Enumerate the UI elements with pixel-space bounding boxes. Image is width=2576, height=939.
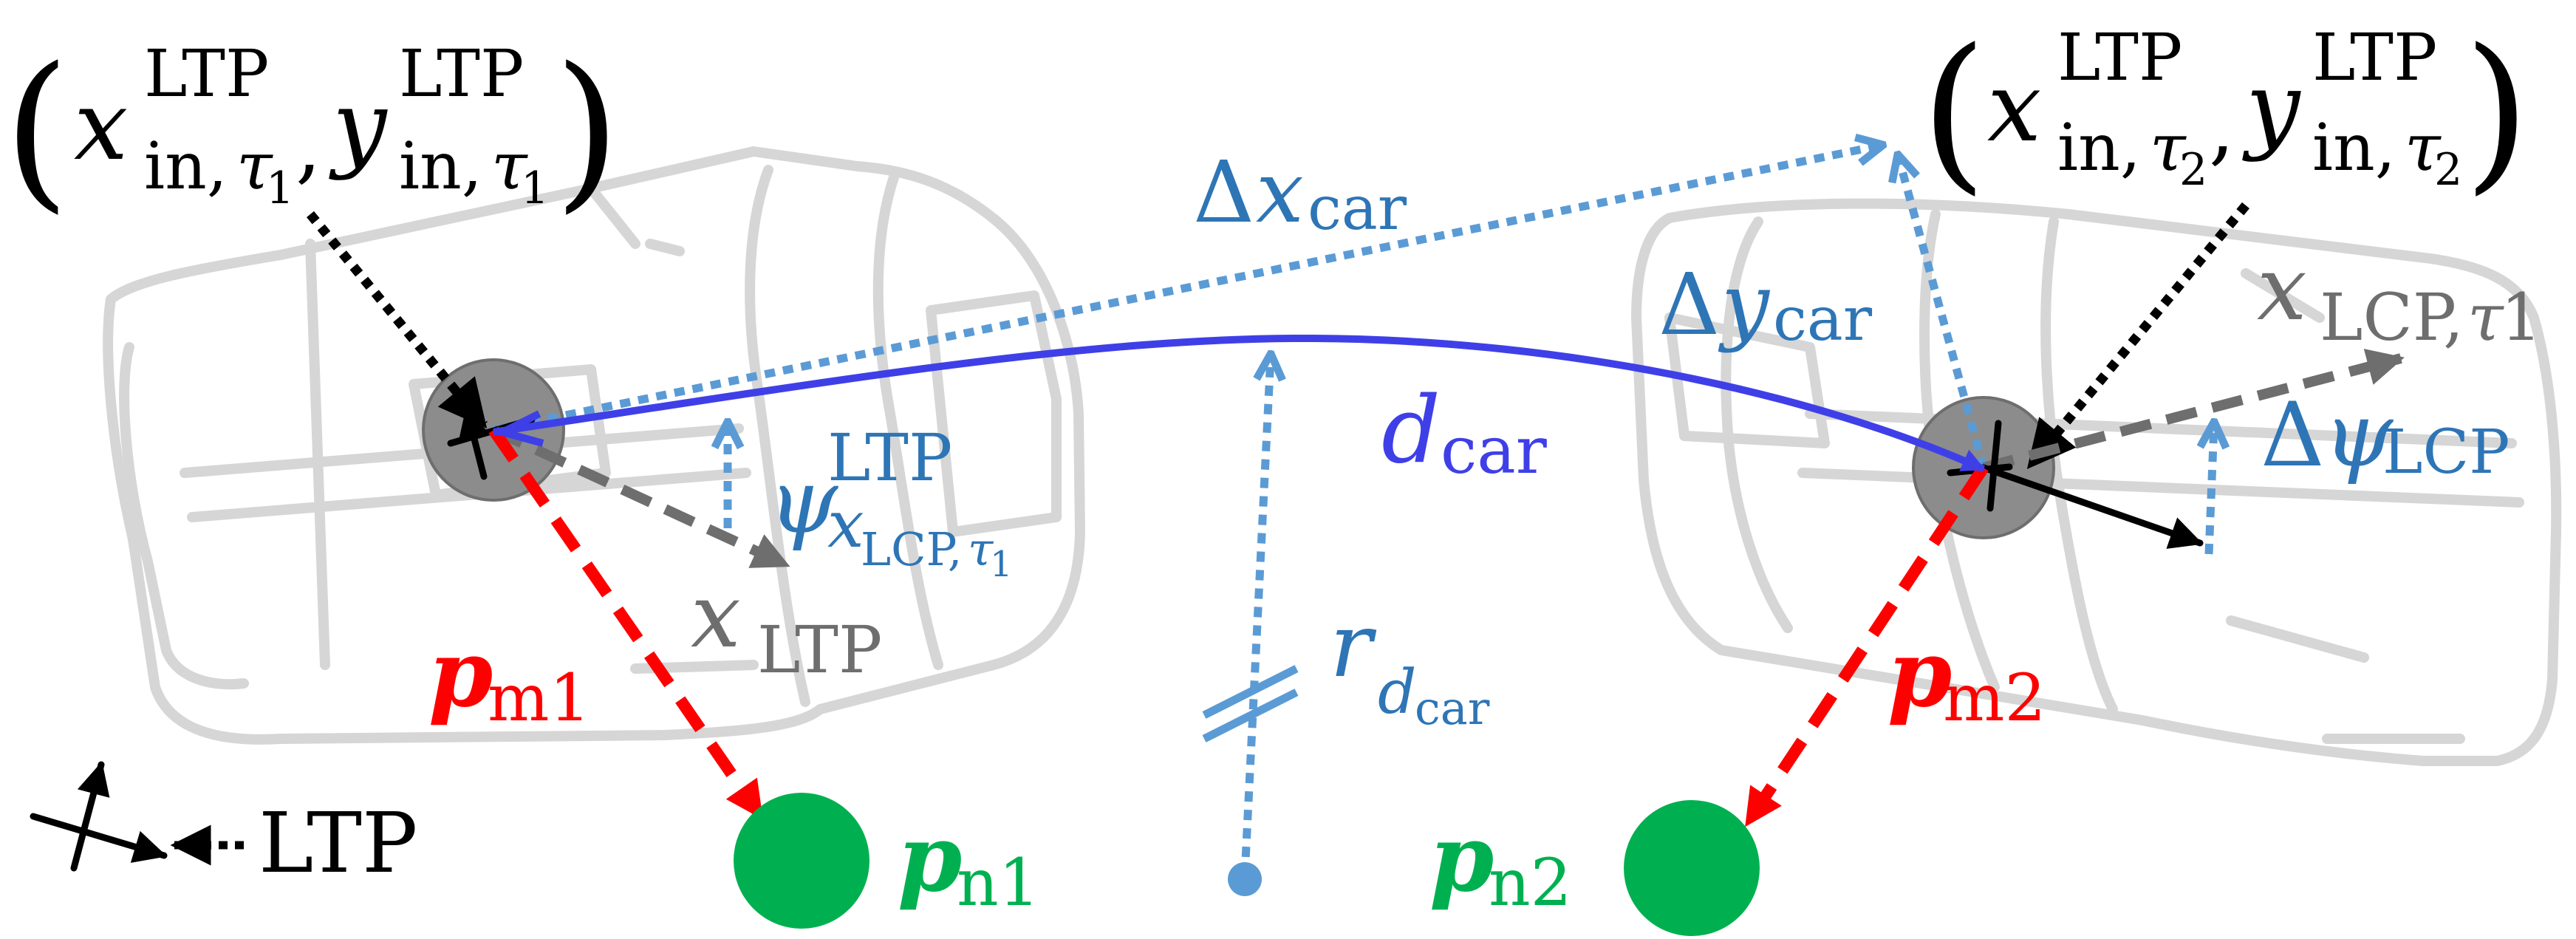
p-m2-sub: m2 — [1943, 660, 2046, 736]
x-lcp-sym: x — [2257, 238, 2307, 341]
x-ltp-sub: LTP — [757, 612, 882, 688]
p-n2-sub: n2 — [1489, 844, 1572, 921]
p-m2-sym: p — [1887, 620, 1952, 728]
psi-ltp-label: ψ LTP x LCP, τ 1 — [768, 420, 1013, 585]
delta-x-car-sym: x — [1256, 143, 1304, 242]
right-coord-comma: , — [2209, 80, 2235, 174]
right-coord-x-sub: in, — [2057, 109, 2141, 185]
r-dcar-sub-sub: car — [1415, 681, 1490, 735]
delta-x-car-label: Δ x car — [1193, 143, 1407, 244]
left-coord-comma: , — [295, 98, 321, 193]
ltp-axes-icon — [30, 761, 168, 872]
r-dcar-arrow — [1240, 357, 1271, 876]
right-coord-x-tau-idx: 2 — [2179, 144, 2207, 196]
p-n1-sub: n1 — [957, 844, 1040, 921]
x-lcp-tau: τ — [2467, 279, 2504, 355]
right-coord-y-sub: in, — [2312, 109, 2396, 185]
right-coord-y-tau: τ — [2405, 109, 2442, 185]
delta-psi-sub: LCP — [2382, 417, 2510, 488]
delta-y-car-sym: y — [1718, 256, 1771, 355]
delta-psi-lcp-arrow — [2209, 425, 2214, 555]
delta-x-car-arrow — [492, 146, 1880, 434]
d-car-sym: d — [1381, 377, 1441, 484]
psi-ltp-sub-idx: 1 — [990, 544, 1013, 585]
delta-y-car-delta: Δ — [1658, 256, 1720, 355]
left-coord-x-sub: in, — [144, 128, 228, 204]
right-coord-x-sup: LTP — [2057, 19, 2182, 95]
delta-psi-delta: Δ — [2261, 384, 2325, 487]
delta-y-car-label: Δ y car — [1658, 256, 1873, 355]
x-lcp-tau-idx: 1 — [2501, 279, 2542, 355]
psi-ltp-sub-sym: x — [827, 486, 864, 562]
delta-psi-sym: ψ — [2323, 384, 2394, 487]
x-ltp-label: x LTP — [691, 565, 882, 688]
delta-x-car-sub: car — [1308, 174, 1407, 244]
left-coord-pointer — [306, 211, 488, 429]
x-lcp-tau1-label: x LCP, τ 1 — [2257, 238, 2542, 355]
left-coord-y-sub: in, — [399, 128, 482, 204]
p-m2-arrow — [1742, 464, 1989, 827]
right-coord-y-tau-idx: 2 — [2434, 144, 2462, 196]
left-coordinate-label: ( x LTP in, τ 1 , y LTP in, τ 1 ) — [4, 32, 621, 229]
r-dcar-label: r d car — [1330, 595, 1490, 735]
delta-y-car-sub: car — [1773, 284, 1873, 355]
x-lcp-sub: LCP, — [2320, 279, 2464, 355]
right-coord-lparen: ( — [1921, 13, 1987, 211]
landmark-n2-circle-icon — [1624, 800, 1760, 936]
right-coord-rparen: ) — [2464, 13, 2530, 211]
p-n2-label: p n2 — [1429, 805, 1572, 921]
psi-ltp-sub-sub: LCP, — [861, 522, 962, 576]
left-coord-x: x — [74, 69, 128, 182]
right-coord-pointer — [2026, 202, 2250, 470]
right-coord-y-sup: LTP — [2312, 19, 2437, 95]
r-dcar-sym: r — [1330, 595, 1377, 697]
x-ltp-axis-arrow — [491, 425, 790, 570]
delta-psi-lcp-label: Δ ψ LCP — [2261, 384, 2510, 488]
psi-ltp-sub-tau: τ — [968, 522, 994, 576]
right-coord-x-tau: τ — [2150, 109, 2187, 185]
p-n2-sym: p — [1429, 805, 1494, 912]
anchor-dot-icon — [1228, 862, 1262, 896]
d-car-curve — [493, 334, 1986, 473]
right-coord-x: x — [1987, 51, 2041, 163]
left-coord-rparen: ) — [554, 32, 621, 229]
r-dcar-tick-1 — [1202, 665, 1299, 719]
d-car-label: d car — [1381, 377, 1548, 488]
ltp-legend-label: LTP — [259, 796, 417, 892]
p-m2-label: p m2 — [1887, 620, 2046, 736]
right-coord-y: y — [2242, 51, 2301, 163]
psi-ltp-sym: ψ — [768, 451, 839, 553]
left-coord-y-tau: τ — [491, 128, 528, 204]
p-m1-sym: p — [428, 620, 493, 728]
delta-y-car-arrow — [1899, 157, 1988, 469]
right-coordinate-label: ( x LTP in, τ 2 , y LTP in, τ 2 ) — [1921, 13, 2530, 211]
d-car-sub: car — [1441, 412, 1548, 488]
psi-ltp-sup: LTP — [827, 420, 952, 496]
left-coord-x-sup: LTP — [144, 35, 269, 112]
d-car-start-arrowhead — [492, 410, 544, 447]
p-m1-sub: m1 — [488, 660, 590, 736]
left-coord-x-tau: τ — [236, 128, 273, 204]
left-coord-y-tau-idx: 1 — [521, 163, 549, 214]
left-coord-y: y — [329, 69, 388, 182]
r-dcar-tick-2 — [1202, 689, 1299, 742]
delta-x-car-delta: Δ — [1193, 143, 1254, 242]
left-coord-y-sup: LTP — [399, 35, 524, 112]
p-m1-label: p m1 — [428, 620, 590, 736]
left-coord-x-tau-idx: 1 — [266, 163, 294, 214]
x-lcp-tau1-axis-arrow — [1982, 349, 2405, 473]
x-ltp-sym: x — [691, 565, 741, 668]
p-n1-label: p n1 — [898, 805, 1040, 921]
left-coord-lparen: ( — [4, 32, 70, 229]
r-dcar-sub-sym: d — [1378, 658, 1417, 728]
landmark-n1-circle-icon — [734, 793, 870, 929]
p-n1-sym: p — [898, 805, 962, 912]
p-m1-arrow — [488, 426, 766, 820]
